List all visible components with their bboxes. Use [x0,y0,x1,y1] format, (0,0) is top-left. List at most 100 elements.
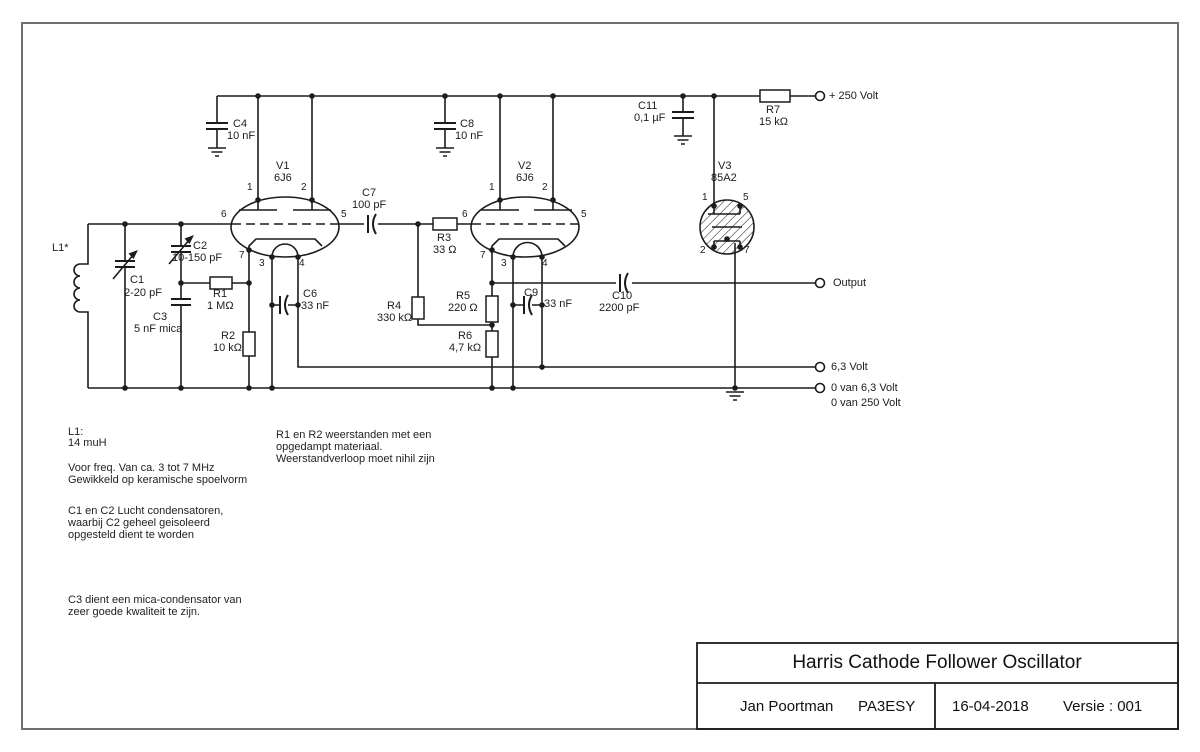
resistor-r4 [411,296,425,320]
pin-v3-2: 2 [700,245,706,256]
note-left-3: Voor freq. Van ca. 3 tot 7 MHz [68,462,215,474]
label-c6-value: 33 nF [301,300,330,312]
resistors [209,89,791,358]
resistor-r3 [432,217,458,231]
note-left-9: zeer goede kwaliteit te zijn. [68,606,201,618]
ground-c11 [674,135,692,145]
capacitor-c4 [206,122,228,130]
wire-v1-anodes [257,96,313,200]
note-left-2: 14 muH [68,437,107,449]
label-c1: C1 [130,274,145,286]
tube-v2-anodes [481,200,572,211]
pin-v2-4: 4 [542,258,548,269]
title-block-date: 16-04-2018 [952,698,1029,715]
resistor-r6 [485,330,499,358]
label-c1-value: 2-20 pF [124,287,162,299]
label-r5-value: 220 Ω [448,302,478,314]
label-c8-value: 10 nF [455,130,484,142]
tube-v1-heater [271,243,299,258]
label-c3: C3 [153,311,168,323]
tube-v2-cathode [491,238,566,250]
pin-v2-5: 5 [581,209,587,220]
wire-v2-anodes [499,96,554,200]
label-c8: C8 [460,118,475,130]
capacitor-c9 [523,294,533,316]
label-r3: R3 [437,232,452,244]
terminal-label-zero-b: 0 van 250 Volt [831,397,901,409]
label-r1-value: 1 MΩ [207,300,234,312]
note-right-2: opgedampt materiaal. [276,441,383,453]
label-r6-value: 4,7 kΩ [449,342,482,354]
junction-dots [122,93,743,391]
label-v1: V1 [276,160,290,172]
pin-v1-4: 4 [299,258,305,269]
note-left-8: C3 dient een mica-condensator van [68,594,242,606]
label-c10: C10 [612,290,633,302]
label-r7-value: 15 kΩ [759,116,789,128]
resistor-r7 [759,89,791,103]
label-r4: R4 [387,300,402,312]
label-c11-value: 0,1 µF [634,112,666,124]
label-r3-value: 33 Ω [433,244,457,256]
capacitors [115,111,694,316]
pin-v2-3: 3 [501,258,507,269]
label-c2-value: 10-150 pF [172,252,223,264]
label-r1: R1 [213,288,228,300]
terminals [814,90,826,394]
wire-heater-line [297,257,816,368]
terminal-output [814,277,826,289]
ground-c4 [208,147,226,157]
pin-v3-1: 1 [702,192,708,203]
title-block-frame [696,642,1179,730]
tube-v3 [699,199,755,255]
tube-v1-anodes [239,200,331,211]
label-c2: C2 [193,240,208,252]
ground-c8 [436,147,454,157]
note-left-4: Gewikkeld op keramische spoelvorm [68,474,248,486]
note-left-1: L1: [68,426,84,438]
terminal-label-heater: 6,3 Volt [831,361,868,373]
label-c4: C4 [233,118,248,130]
label-c9-value: 33 nF [544,298,573,310]
ground-main [726,391,744,401]
resistor-r1 [209,276,233,290]
label-r6: R6 [458,330,473,342]
note-left-5: C1 en C2 Lucht condensatoren, [68,505,224,517]
inductor-l1 [73,224,89,388]
title-block-author-call: PA3ESY [858,698,916,715]
capacitor-c1 [115,260,135,268]
terminal-label-output: Output [833,277,867,289]
resistor-r2 [242,331,256,357]
label-l1: L1* [52,242,69,254]
pin-v1-5: 5 [341,209,347,220]
pin-v1-6: 6 [221,209,227,220]
label-r2-value: 10 kΩ [213,342,243,354]
terminal-heater [814,361,826,373]
variable-cap-arrows [112,235,194,280]
label-c11: C11 [638,100,658,112]
label-c10-value: 2200 pF [599,302,640,314]
pin-v3-5: 5 [743,192,749,203]
pin-v2-2: 2 [542,182,548,193]
pin-v2-1: 1 [489,182,495,193]
capacitor-c2 [171,245,191,253]
note-right-3: Weerstandverloop moet nihil zijn [276,453,435,465]
label-c7-value: 100 pF [352,199,387,211]
pin-v3-7: 7 [744,245,750,256]
terminal-zero [814,382,826,394]
label-c7: C7 [362,187,377,199]
capacitor-c10 [619,272,629,294]
terminal-label-plus250: + 250 Volt [829,90,879,102]
label-c4-value: 10 nF [227,130,256,142]
pin-v1-1: 1 [247,182,253,193]
pin-v2-6: 6 [462,209,468,220]
label-r7: R7 [766,104,781,116]
capacitor-c8 [434,122,456,130]
label-r2: R2 [221,330,236,342]
tube-v2 [470,196,580,258]
note-right-1: R1 en R2 weerstanden met een [276,429,432,441]
tube-v1-envelope [230,196,340,258]
capacitor-c6 [279,294,289,316]
wire-r4 [417,224,492,326]
